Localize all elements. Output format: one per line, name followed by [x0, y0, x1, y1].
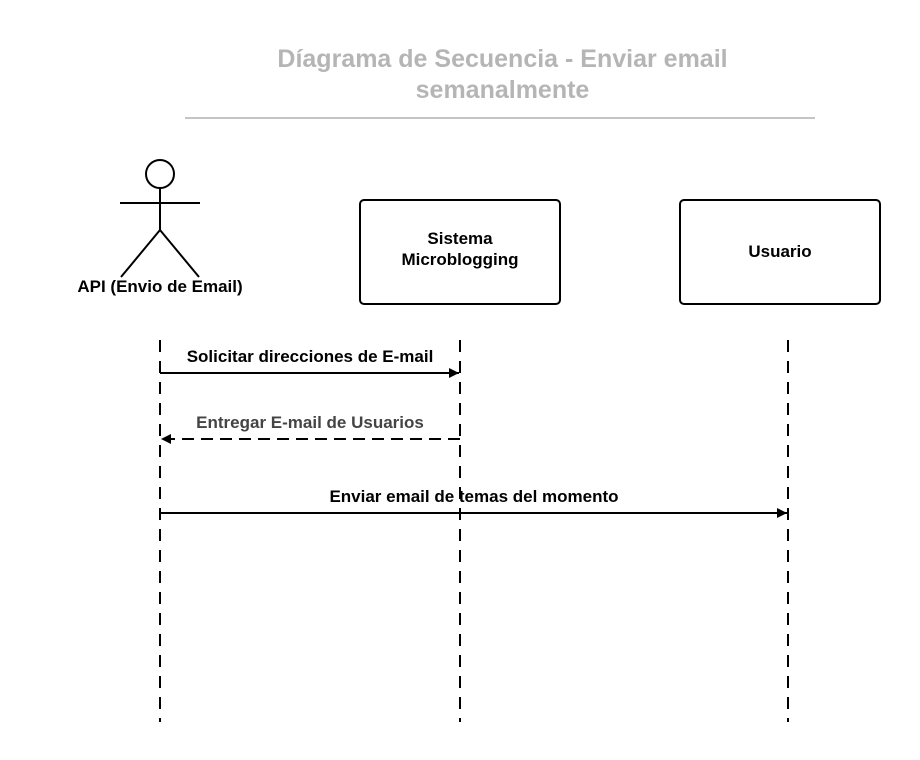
- participant-system-label-line2: Microblogging: [401, 250, 518, 269]
- message-2-label-bg: [183, 410, 437, 434]
- title-line-2: semanalmente: [415, 76, 590, 104]
- message-3-label: Enviar email de temas del momento: [329, 487, 618, 506]
- actor-left-leg: [120, 229, 161, 278]
- participant-system-label-line1: Sistema: [427, 229, 493, 248]
- actor-right-leg: [159, 229, 200, 278]
- diagram-title: Díagrama de Secuencia - Enviar email sem…: [185, 44, 820, 106]
- message-2-label: Entregar E-mail de Usuarios: [196, 413, 424, 432]
- message-1-label: Solicitar direcciones de E-mail: [187, 347, 434, 366]
- actor-head: [145, 159, 175, 189]
- participant-box-system: [359, 199, 561, 305]
- participant-user-label: Usuario: [748, 242, 811, 261]
- title-line-1: Díagrama de Secuencia - Enviar email: [277, 45, 728, 73]
- actor-stick-figure-icon: [120, 159, 200, 278]
- participant-box-user: [679, 199, 881, 305]
- title-divider: [185, 117, 815, 119]
- participant-actor-label: API (Envio de Email): [77, 277, 242, 296]
